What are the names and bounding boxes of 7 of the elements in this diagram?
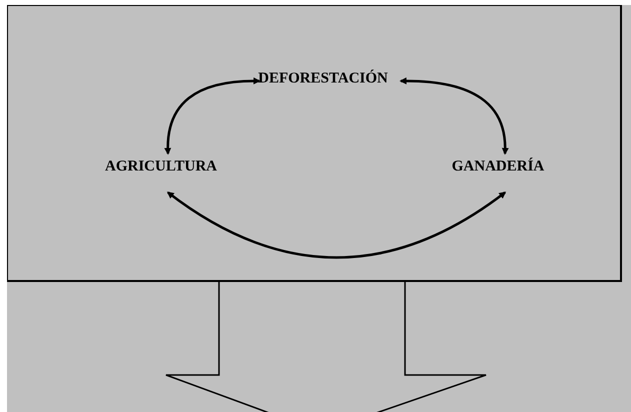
panel bbox=[7, 5, 622, 282]
label: AGRICULTURA bbox=[105, 158, 217, 176]
curved-arrow bbox=[399, 78, 508, 155]
curved-arrow bbox=[166, 191, 506, 259]
label: DEFORESTACIÓN bbox=[258, 70, 388, 88]
curved-arrow bbox=[164, 78, 261, 155]
label: GANADERÍA bbox=[452, 158, 544, 176]
